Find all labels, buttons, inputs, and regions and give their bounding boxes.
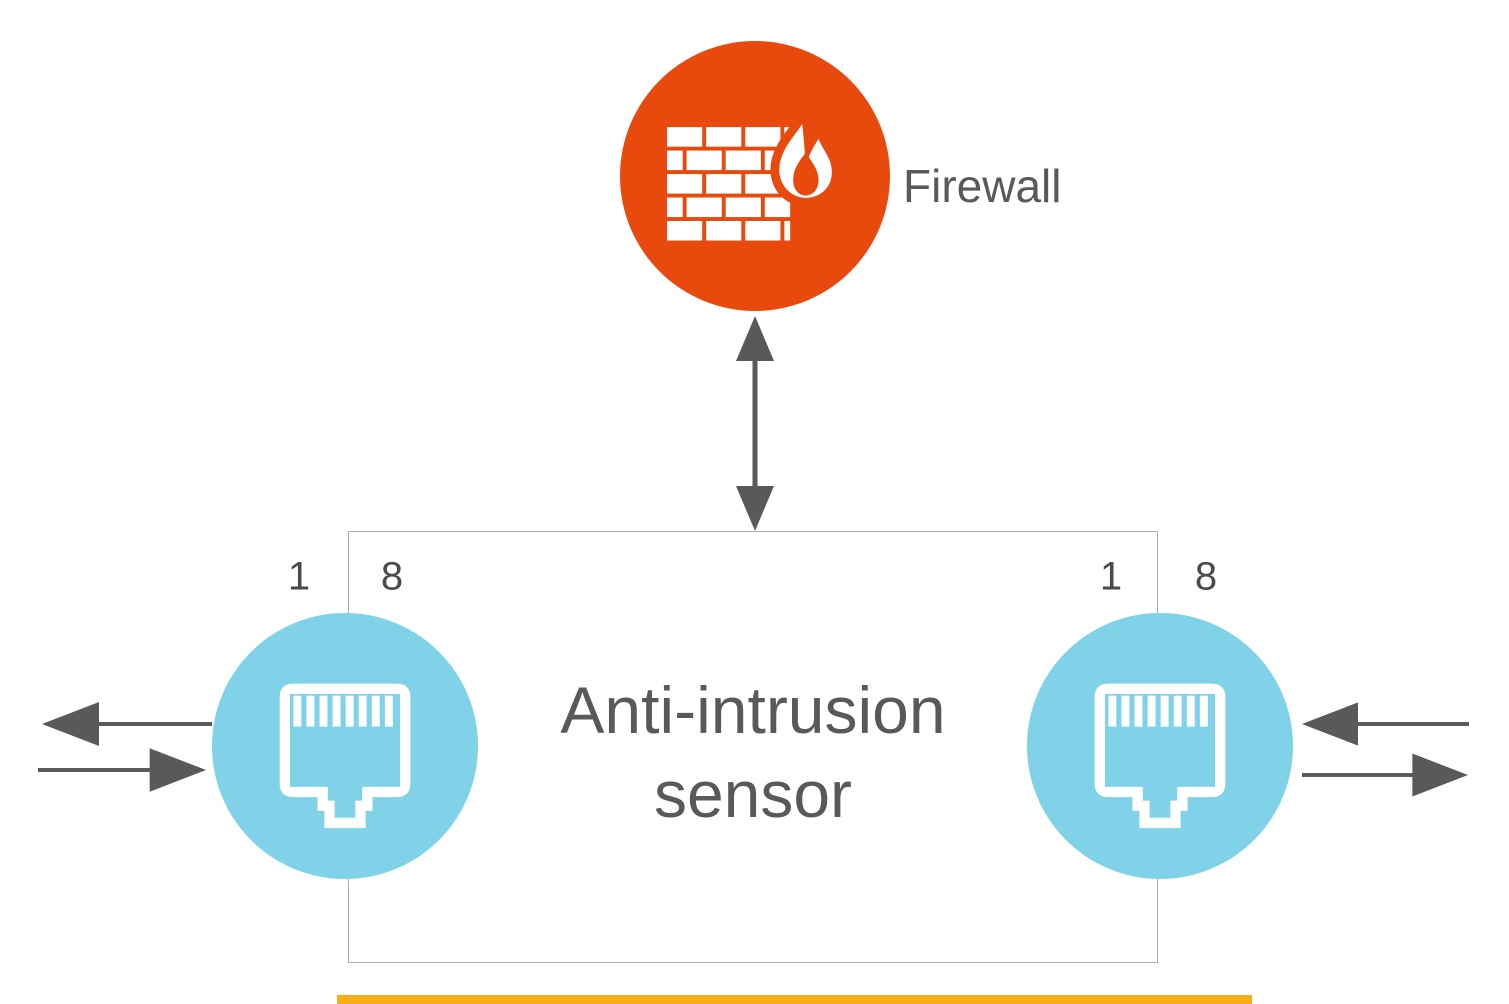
rj45-pins	[293, 695, 393, 727]
right-outbound-arrow	[1302, 753, 1468, 797]
right-port-pin8-label: 8	[1194, 554, 1218, 599]
left-port-node	[212, 613, 478, 879]
bidirectional-arrow	[736, 316, 774, 531]
ethernet-rj45-icon	[279, 683, 411, 829]
left-port-pin8-label: 8	[380, 554, 404, 599]
firewall-node	[620, 41, 890, 311]
sensor-label: Anti-intrusion sensor	[348, 668, 1158, 836]
brick-wall-icon	[667, 127, 791, 241]
left-outbound-arrow	[42, 702, 212, 746]
sensor-label-line2: sensor	[653, 757, 853, 831]
ethernet-rj45-icon	[1094, 683, 1226, 829]
right-port-pin1-label: 1	[1099, 554, 1123, 599]
sensor-box	[348, 531, 1158, 963]
bottom-accent-bar	[337, 995, 1252, 1004]
right-inbound-arrow	[1302, 702, 1469, 746]
left-inbound-arrow	[38, 748, 206, 792]
right-port-node	[1027, 613, 1293, 879]
firewall-icon	[667, 92, 841, 241]
rj45-pins	[1108, 695, 1208, 727]
left-port-pin1-label: 1	[287, 554, 311, 599]
flame-icon	[770, 92, 841, 207]
firewall-label: Firewall	[903, 160, 1062, 212]
sensor-label-line1: Anti-intrusion	[560, 673, 946, 747]
